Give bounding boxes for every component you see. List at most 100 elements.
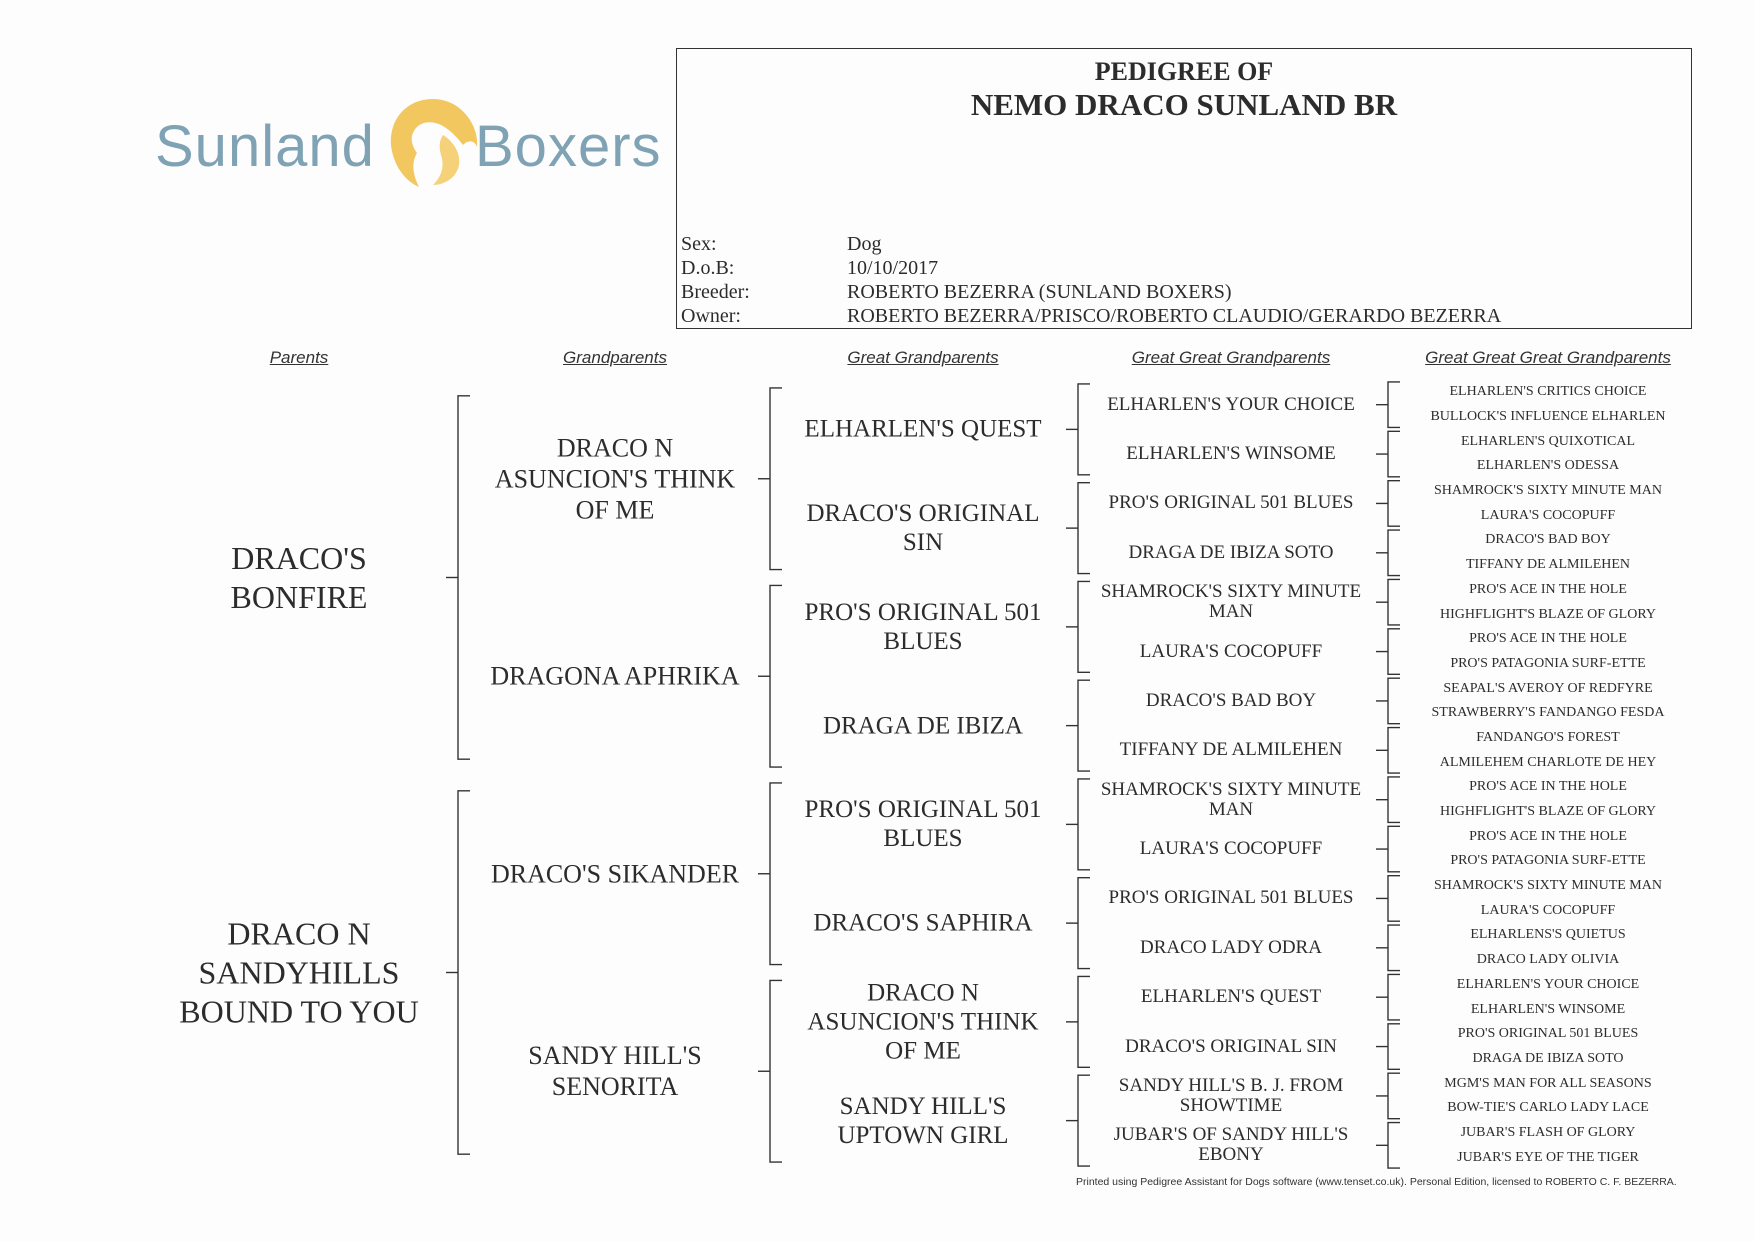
bracket-line xyxy=(1387,529,1400,577)
logo-text-right: Boxers xyxy=(475,114,662,179)
great-great-great-grandparent: HIGHFLIGHT'S BLAZE OF GLORY xyxy=(1439,804,1657,820)
title-pedigree-of: PEDIGREE OF xyxy=(1094,57,1274,86)
great-great-grandparent: PRO'S ORIGINAL 501 BLUES xyxy=(1108,492,1354,514)
info-label: Owner: xyxy=(681,305,741,327)
great-great-great-grandparent: DRACO'S BAD BOY xyxy=(1485,532,1611,548)
bracket-line xyxy=(1387,381,1400,429)
great-grandparent: DRACO N ASUNCION'S THINK OF ME xyxy=(807,979,1039,1065)
great-great-grandparent: LAURA'S COCOPUFF xyxy=(1139,640,1323,662)
great-grandparent: DRACO'S SAPHIRA xyxy=(813,909,1033,937)
bracket-line xyxy=(1387,677,1400,725)
bracket-line xyxy=(1387,875,1400,922)
bracket-line xyxy=(1077,1074,1090,1167)
great-great-great-grandparent: LAURA'S COCOPUFF xyxy=(1480,902,1616,918)
bracket-line xyxy=(769,782,782,966)
bracket-line xyxy=(1077,877,1090,970)
great-great-great-grandparent: MGM'S MAN FOR ALL SEASONS xyxy=(1444,1075,1652,1091)
logo: Sunland Boxers xyxy=(155,95,675,205)
great-great-great-grandparent: ALMILEHEM CHARLOTE DE HEY xyxy=(1439,754,1657,770)
great-great-great-grandparent: PRO'S ACE IN THE HOLE xyxy=(1469,631,1627,647)
great-grandparent: SANDY HILL'S UPTOWN GIRL xyxy=(837,1092,1009,1149)
great-grandparent: DRACO'S ORIGINAL SIN xyxy=(806,500,1040,557)
great-great-grandparent: ELHARLEN'S WINSOME xyxy=(1126,443,1336,465)
great-great-great-grandparent: ELHARLEN'S WINSOME xyxy=(1470,1001,1626,1017)
bracket-line xyxy=(1387,973,1400,1021)
bracket-line xyxy=(1387,628,1400,675)
column-heading-great-great-grandparents: Great Great Grandparents xyxy=(1131,348,1331,367)
bracket-line xyxy=(1387,1023,1400,1070)
great-great-grandparent: SHAMROCK'S SIXTY MINUTE MAN xyxy=(1100,581,1362,623)
great-great-great-grandparent: PRO'S PATAGONIA SURF-ETTE xyxy=(1450,853,1646,869)
great-great-great-grandparent: ELHARLEN'S QUIXOTICAL xyxy=(1460,433,1636,449)
column-heading-great-great-great-grandparents: Great Great Great Grandparents xyxy=(1425,348,1671,367)
bracket-line xyxy=(1387,578,1400,626)
info-label: Sex: xyxy=(681,233,717,255)
great-great-great-grandparent: PRO'S ACE IN THE HOLE xyxy=(1469,828,1627,844)
bracket-line xyxy=(1077,580,1090,673)
great-great-grandparent: TIFFANY DE ALMILEHEN xyxy=(1119,739,1343,761)
bracket-line xyxy=(1077,482,1090,575)
great-great-grandparent: DRACO'S ORIGINAL SIN xyxy=(1125,1035,1337,1057)
bracket-line xyxy=(1387,825,1400,873)
great-great-great-grandparent: PRO'S ACE IN THE HOLE xyxy=(1469,779,1627,795)
parent-sire: DRACO'S BONFIRE xyxy=(230,539,368,615)
column-heading-parents: Parents xyxy=(269,348,329,367)
bracket-line xyxy=(769,387,782,571)
bracket-line xyxy=(1077,679,1090,772)
great-great-great-grandparent: ELHARLEN'S YOUR CHOICE xyxy=(1456,976,1640,992)
great-great-great-grandparent: TIFFANY DE ALMILEHEN xyxy=(1465,557,1631,573)
great-great-great-grandparent: HIGHFLIGHT'S BLAZE OF GLORY xyxy=(1439,606,1657,622)
great-great-grandparent: PRO'S ORIGINAL 501 BLUES xyxy=(1108,887,1354,909)
great-great-great-grandparent: ELHARLEN'S ODESSA xyxy=(1476,458,1620,474)
dog-name-title: NEMO DRACO SUNLAND BR xyxy=(970,87,1398,122)
info-value: Dog xyxy=(847,233,882,255)
bracket-line xyxy=(1077,778,1090,871)
grandparent: DRAGONA APHRIKA xyxy=(490,661,740,691)
great-great-great-grandparent: JUBAR'S FLASH OF GLORY xyxy=(1460,1124,1636,1140)
great-great-great-grandparent: BULLOCK'S INFLUENCE ELHARLEN xyxy=(1430,409,1666,425)
bracket-line xyxy=(769,584,782,768)
great-grandparent: PRO'S ORIGINAL 501 BLUES xyxy=(804,598,1042,655)
bracket-line xyxy=(1387,776,1400,824)
great-great-grandparent: DRACO'S BAD BOY xyxy=(1145,689,1317,711)
column-heading-grandparents: Grandparents xyxy=(563,348,667,367)
info-value: 10/10/2017 xyxy=(847,257,939,279)
great-great-great-grandparent: LAURA'S COCOPUFF xyxy=(1480,507,1616,523)
great-great-great-grandparent: SHAMROCK'S SIXTY MINUTE MAN xyxy=(1434,878,1662,894)
bracket-line xyxy=(457,395,470,760)
bracket-line xyxy=(1387,1121,1400,1169)
great-great-great-grandparent: DRACO LADY OLIVIA xyxy=(1476,952,1620,968)
bracket-line xyxy=(769,979,782,1163)
great-great-great-grandparent: STRAWBERRY'S FANDANGO FESDA xyxy=(1431,705,1665,721)
great-grandparent: PRO'S ORIGINAL 501 BLUES xyxy=(804,796,1042,853)
great-great-grandparent: ELHARLEN'S YOUR CHOICE xyxy=(1107,393,1355,415)
great-grandparent: DRAGA DE IBIZA xyxy=(823,712,1023,740)
bracket-line xyxy=(1387,480,1400,527)
column-heading-great-grandparents: Great Grandparents xyxy=(847,348,999,367)
bracket-line xyxy=(1387,924,1400,972)
grandparent: DRACO N ASUNCION'S THINK OF ME xyxy=(494,433,736,525)
great-great-great-grandparent: PRO'S PATAGONIA SURF-ETTE xyxy=(1450,655,1646,671)
bracket-line xyxy=(1387,430,1400,478)
header-box: PEDIGREE OF NEMO DRACO SUNLAND BR Sex: D… xyxy=(676,48,1692,329)
info-label: Breeder: xyxy=(681,281,750,303)
great-great-grandparent: JUBAR'S OF SANDY HILL'S EBONY xyxy=(1113,1124,1349,1166)
info-value: ROBERTO BEZERRA/PRISCO/ROBERTO CLAUDIO/G… xyxy=(847,305,1502,327)
great-great-great-grandparent: JUBAR'S EYE OF THE TIGER xyxy=(1457,1149,1639,1165)
great-grandparent: ELHARLEN'S QUEST xyxy=(804,415,1042,443)
great-great-great-grandparent: PRO'S ORIGINAL 501 BLUES xyxy=(1457,1026,1639,1042)
great-great-great-grandparent: BOW-TIE'S CARLO LADY LACE xyxy=(1447,1100,1649,1116)
parent-dam: DRACO N SANDYHILLS BOUND TO YOU xyxy=(179,915,419,1029)
bracket-line xyxy=(1077,975,1090,1068)
info-label: D.o.B: xyxy=(681,257,735,279)
logo-text-left: Sunland xyxy=(155,114,375,179)
grandparent: SANDY HILL'S SENORITA xyxy=(528,1041,702,1102)
great-great-great-grandparent: PRO'S ACE IN THE HOLE xyxy=(1469,581,1627,597)
great-great-great-grandparent: SEAPAL'S AVEROY OF REDFYRE xyxy=(1443,680,1653,696)
bracket-line xyxy=(1387,726,1400,774)
great-great-grandparent: DRACO LADY ODRA xyxy=(1140,936,1322,958)
great-great-great-grandparent: FANDANGO'S FOREST xyxy=(1476,729,1620,745)
great-great-grandparent: SANDY HILL'S B. J. FROM SHOWTIME xyxy=(1118,1074,1344,1116)
footer-print-notice: Printed using Pedigree Assistant for Dog… xyxy=(1076,1176,1677,1188)
